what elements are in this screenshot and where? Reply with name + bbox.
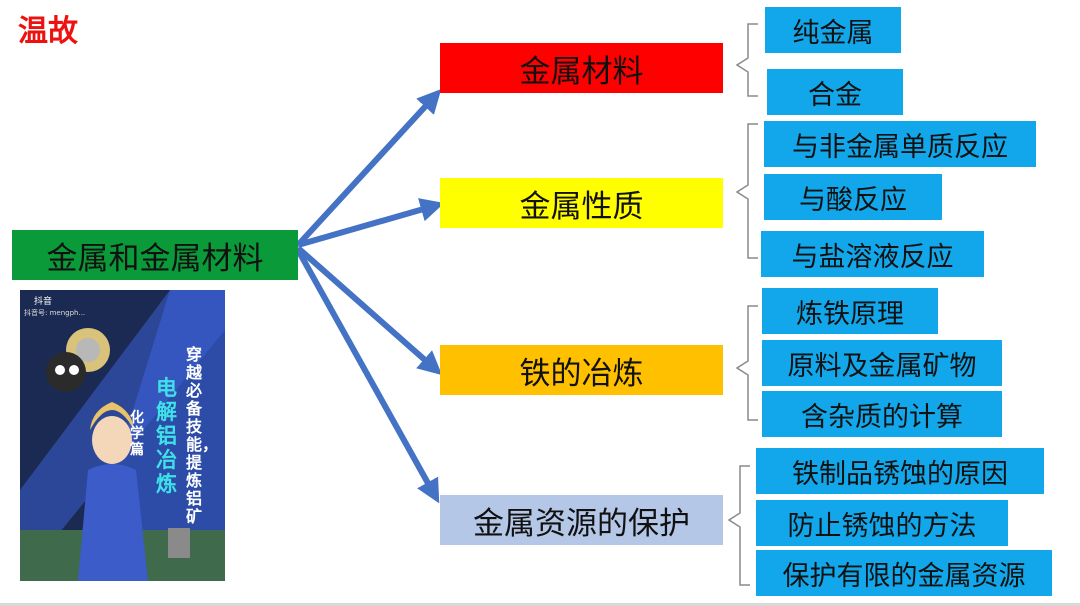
branch-node-properties: 金属性质 [440, 178, 723, 228]
arrow-to-branch-4 [295, 248, 440, 504]
brace-branch-2 [735, 123, 758, 259]
leaf-pure-metal: 纯金属 [765, 7, 901, 53]
branch-node-materials: 金属材料 [440, 43, 723, 93]
leaf-nonmetal-reaction: 与非金属单质反应 [764, 121, 1036, 167]
thumbnail-category: 化学篇 [130, 410, 144, 458]
root-node: 金属和金属材料 [12, 230, 298, 280]
leaf-resource-protection: 保护有限的金属资源 [756, 550, 1052, 596]
arrow-to-branch-3 [296, 245, 443, 376]
leaf-impurity-calc: 含杂质的计算 [762, 391, 1002, 437]
leaf-acid-reaction: 与酸反应 [764, 174, 942, 220]
bottom-divider [0, 603, 1080, 606]
leaf-alloy: 合金 [767, 69, 903, 115]
leaf-raw-materials: 原料及金属矿物 [762, 340, 1002, 386]
branch-node-smelting: 铁的冶炼 [440, 345, 723, 395]
thumbnail-illustration [20, 290, 225, 581]
arrow-to-branch-1 [295, 89, 442, 248]
brace-branch-4 [727, 465, 750, 586]
thumbnail-app-label: 抖音 [34, 297, 53, 307]
leaf-rust-prevention: 防止锈蚀的方法 [756, 500, 1008, 546]
arrow-to-branch-2 [297, 198, 445, 248]
leaf-salt-reaction: 与盐溶液反应 [761, 231, 984, 277]
thumbnail-headline: 电解铝冶炼 [156, 376, 177, 496]
brace-branch-3 [735, 305, 758, 421]
thumbnail-account: 抖音号: mengph... [24, 309, 86, 317]
thumbnail-subline: 穿越必备技能，提炼铝矿 [186, 345, 219, 526]
branch-node-protection: 金属资源的保护 [440, 495, 723, 545]
leaf-iron-principle: 炼铁原理 [762, 288, 938, 334]
leaf-rust-cause: 铁制品锈蚀的原因 [756, 448, 1044, 494]
page-title: 温故 [18, 14, 78, 49]
brace-branch-1 [735, 23, 758, 97]
video-thumbnail[interactable]: 抖音 抖音号: mengph... 穿越必备技能，提炼铝矿 电解铝冶炼 化学篇 [20, 290, 225, 581]
